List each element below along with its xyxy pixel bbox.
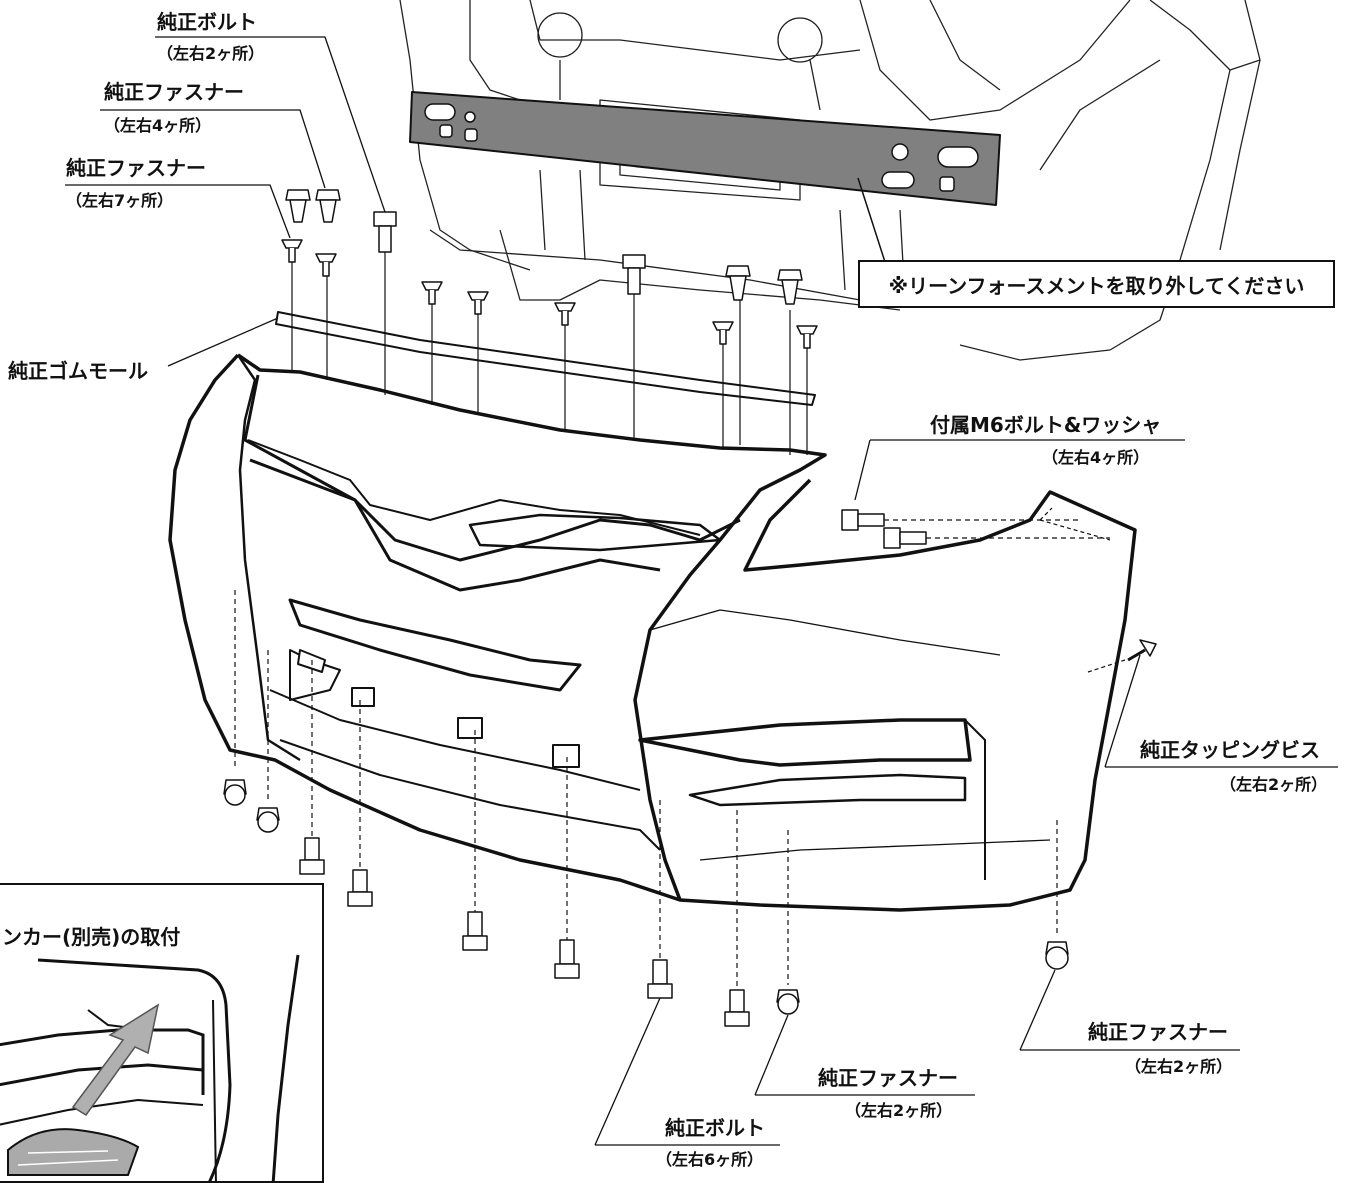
arrow-icon xyxy=(71,1003,160,1117)
rubber-molding xyxy=(275,311,816,406)
remove-reinforcement-note: ※リーンフォースメントを取り外してください xyxy=(858,260,1335,308)
label-bolt-bottom: 純正ボルト xyxy=(665,1116,765,1140)
label-bolt-top: 純正ボルト xyxy=(157,10,257,34)
label-fastener-c-qty: （左右2ヶ所） xyxy=(1125,1057,1233,1076)
tapping-screw xyxy=(1087,639,1157,673)
label-fastener-a-qty: （左右4ヶ所） xyxy=(104,116,212,135)
label-fastener-b: 純正ファスナー xyxy=(66,156,206,180)
inset-illustration xyxy=(0,954,300,1181)
m6-bolts xyxy=(841,507,1111,549)
bottom-fasteners xyxy=(223,590,1069,1027)
label-fastener-b-qty: （左右7ヶ所） xyxy=(66,191,174,210)
label-m6-bolt-qty: （左右4ヶ所） xyxy=(1042,448,1150,467)
vehicle-frame xyxy=(399,0,1261,361)
label-tapping-screw: 純正タッピングビス xyxy=(1140,738,1320,762)
label-bolt-bottom-qty: （左右6ヶ所） xyxy=(656,1150,764,1169)
label-fastener-a: 純正ファスナー xyxy=(104,80,244,104)
label-bolt-top-qty: （左右2ヶ所） xyxy=(157,44,265,63)
label-m6-bolt: 付属M6ボルト&ワッシャ xyxy=(930,413,1162,437)
inset-panel: ンカー(別売)の取付 xyxy=(0,883,324,1183)
top-fasteners xyxy=(281,189,818,455)
label-fastener-d-qty: （左右2ヶ所） xyxy=(845,1101,953,1120)
inset-title: ンカー(別売)の取付 xyxy=(2,925,181,949)
label-rubber-mold: 純正ゴムモール xyxy=(8,359,148,383)
reinforcement-bar xyxy=(409,91,1001,206)
leader-lines xyxy=(65,36,1338,1146)
front-bumper xyxy=(168,353,1137,912)
fog-lamp-icon xyxy=(7,1128,140,1176)
label-tapping-screw-qty: （左右2ヶ所） xyxy=(1220,775,1328,794)
label-fastener-c: 純正ファスナー xyxy=(1088,1020,1228,1044)
label-fastener-d: 純正ファスナー xyxy=(818,1066,958,1090)
